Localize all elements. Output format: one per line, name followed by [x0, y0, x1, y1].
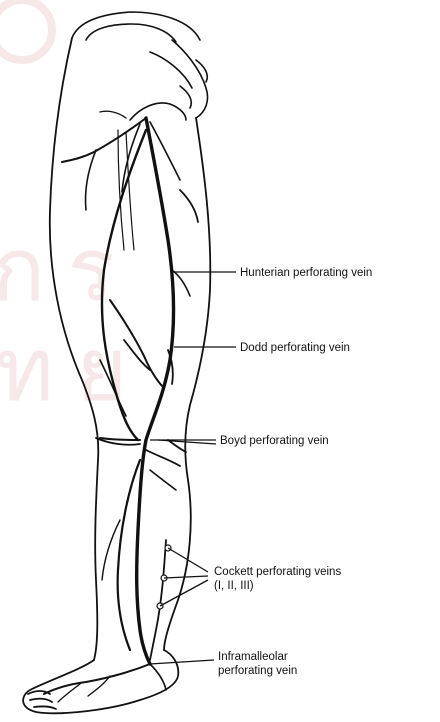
cockett-leader-3 — [160, 580, 208, 606]
label-cockett-line1: Cockett perforating veins — [214, 566, 341, 578]
pelvis-outline — [72, 12, 208, 120]
label-cockett-line2: (I, II, III) — [214, 580, 254, 592]
label-inframalleolar-line2: perforating vein — [218, 665, 297, 677]
perforator-markers — [157, 545, 171, 609]
inframalleolar-leader — [150, 660, 214, 664]
label-dodd: Dodd perforating vein — [240, 342, 350, 354]
label-boyd: Boyd perforating vein — [220, 435, 329, 447]
svg-text:ก ร: ก ร — [0, 223, 115, 320]
label-inframalleolar-line1: Inframalleolar — [218, 651, 288, 663]
label-hunterian: Hunterian perforating vein — [240, 267, 372, 279]
cockett-leader-2 — [164, 576, 208, 578]
labels: Hunterian perforating vein Dodd perforat… — [214, 267, 372, 677]
svg-text:ท ย: ท ย — [0, 323, 128, 420]
